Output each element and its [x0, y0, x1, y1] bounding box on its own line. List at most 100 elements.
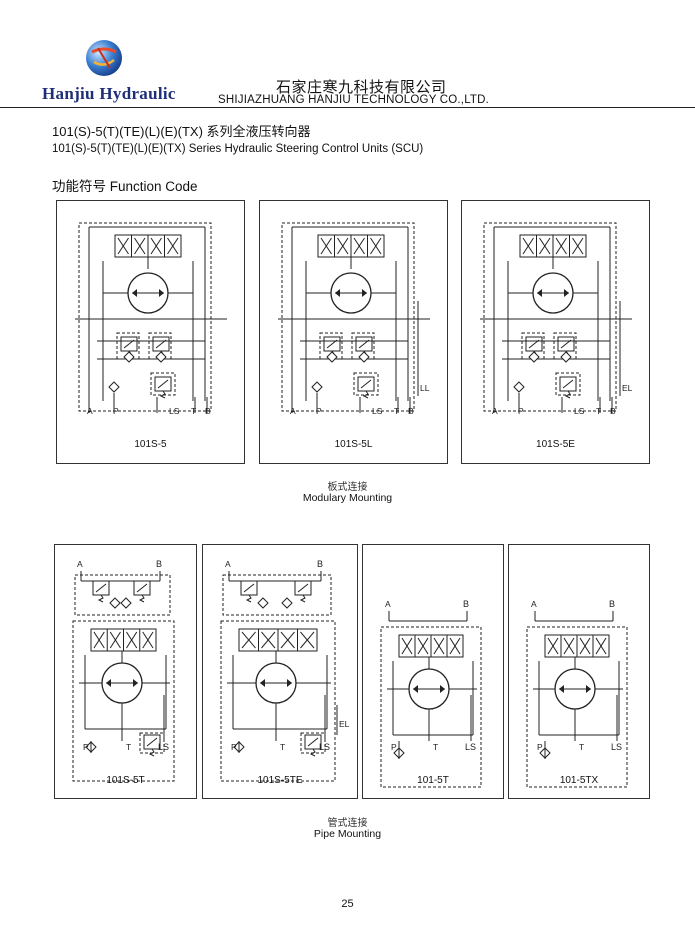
- port-label: A: [87, 406, 93, 416]
- page-title-en: 101(S)-5(T)(TE)(L)(E)(TX) Series Hydraul…: [52, 143, 424, 155]
- housing-outline: [78, 222, 212, 412]
- shock-valve-block: [74, 574, 171, 616]
- flow-line: [320, 237, 332, 255]
- flow-line: [280, 631, 295, 649]
- check-valve-symbol: [120, 597, 132, 609]
- port-label: LS: [158, 742, 169, 752]
- spring-icon: [299, 594, 306, 603]
- flow-line: [297, 583, 309, 593]
- shock-valve-block: [222, 574, 332, 616]
- port-label: P: [231, 742, 237, 752]
- port-label: P: [316, 406, 322, 416]
- flow-line: [136, 583, 148, 593]
- port-label: A: [290, 406, 296, 416]
- port-label: LS: [169, 406, 180, 416]
- flow-line: [417, 637, 429, 655]
- check-valve-symbol: [358, 351, 370, 363]
- port-label: LS: [574, 406, 585, 416]
- shock-valve-group: [521, 332, 545, 360]
- port-label: A: [385, 599, 391, 609]
- flow-line: [155, 339, 167, 349]
- flow-line: [326, 339, 338, 349]
- shock-valve-group: [351, 332, 375, 360]
- port-label: B: [156, 559, 162, 569]
- flow-line: [261, 631, 276, 649]
- port-label: EL: [622, 383, 633, 393]
- housing-outline: [380, 626, 482, 788]
- spring-icon: [564, 390, 571, 399]
- flow-line: [93, 631, 105, 649]
- flow-line: [243, 583, 255, 593]
- company-name-en: SHIJIAZHUANG HANJIU TECHNOLOGY CO.,LTD.: [218, 94, 490, 106]
- port-label: LS: [372, 406, 383, 416]
- port-label: LS: [611, 742, 622, 752]
- port-label: A: [225, 559, 231, 569]
- flow-line: [109, 631, 121, 649]
- flow-line: [123, 339, 135, 349]
- flow-line: [358, 339, 370, 349]
- flow-line: [449, 637, 461, 655]
- panel-caption: 101S-5T: [106, 775, 145, 786]
- flow-line: [560, 339, 572, 349]
- port-label: LS: [465, 742, 476, 752]
- flow-line: [562, 379, 574, 389]
- flow-line: [146, 737, 158, 747]
- flow-line: [142, 631, 154, 649]
- flow-line: [547, 637, 559, 655]
- flow-line: [563, 637, 575, 655]
- port-label: T: [126, 742, 131, 752]
- modular-mounting-label-cn: 板式连接: [327, 482, 368, 493]
- check-valve-symbol: [311, 381, 323, 393]
- flow-line: [157, 379, 169, 389]
- port-label: A: [77, 559, 83, 569]
- flow-line: [370, 237, 382, 255]
- port-label: P: [391, 742, 397, 752]
- flow-line: [167, 237, 179, 255]
- modular-mounting-label-en: Modulary Mounting: [302, 492, 393, 504]
- flow-line: [307, 737, 319, 747]
- flow-line: [337, 237, 349, 255]
- spring-icon: [148, 748, 155, 757]
- port-label: B: [610, 406, 616, 416]
- header-divider: [0, 107, 695, 108]
- flow-line: [572, 237, 584, 255]
- housing-outline: [483, 222, 617, 412]
- port-label: EL: [339, 719, 350, 729]
- port-label: P: [537, 742, 543, 752]
- flow-line: [150, 237, 162, 255]
- spring-icon: [309, 748, 316, 757]
- spring-icon: [97, 594, 104, 603]
- flow-line: [117, 237, 129, 255]
- housing-outline: [526, 626, 628, 788]
- spring-icon: [245, 594, 252, 603]
- port-label: P: [113, 406, 119, 416]
- spring-icon: [362, 390, 369, 399]
- housing-outline: [72, 620, 175, 782]
- check-valve-symbol: [326, 351, 338, 363]
- check-valve-symbol: [528, 351, 540, 363]
- shock-valve-group: [116, 332, 140, 360]
- flow-line: [241, 631, 256, 649]
- shock-valve-group: [319, 332, 343, 360]
- check-valve-symbol: [513, 381, 525, 393]
- port-label: T: [596, 406, 601, 416]
- panel-caption: 101-5T: [417, 775, 449, 786]
- port-label: B: [205, 406, 211, 416]
- company-name-cn: 石家庄寒九科技有限公司: [276, 79, 447, 96]
- page-title-cn: 101(S)-5(T)(TE)(L)(E)(TX) 系列全液压转向器: [52, 124, 311, 139]
- panel-caption: 101-5TX: [559, 775, 599, 786]
- flow-line: [134, 237, 146, 255]
- flow-line: [126, 631, 138, 649]
- flow-line: [555, 237, 567, 255]
- flow-line: [579, 637, 591, 655]
- port-label: LL: [420, 383, 430, 393]
- check-valve-symbol: [123, 351, 135, 363]
